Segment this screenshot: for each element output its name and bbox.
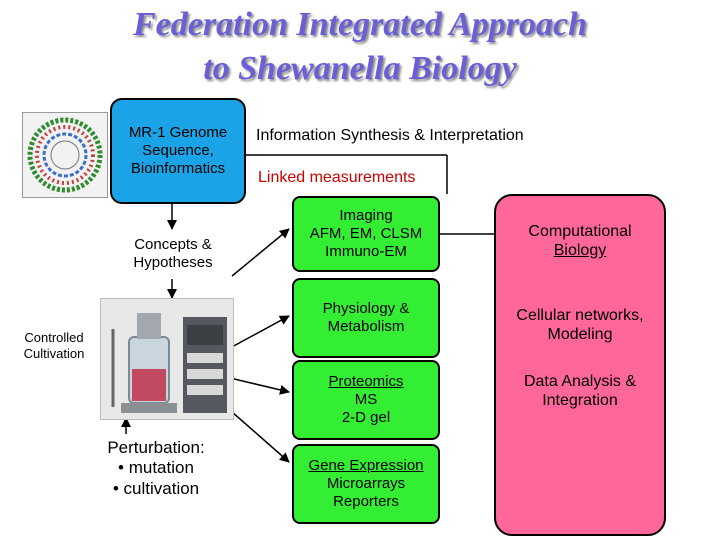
- genome-line-1: MR-1 Genome: [128, 124, 228, 141]
- imaging-line-1: Imaging: [339, 207, 393, 224]
- perturbation-label: Perturbation: • mutation • cultivation: [96, 438, 216, 499]
- imaging-line-3: Immuno-EM: [325, 243, 407, 260]
- genome-line-3: Bioinformatics: [130, 160, 226, 177]
- page-subtitle: to Shewanella Biology: [0, 52, 720, 86]
- bioreactor-photo: [100, 298, 234, 420]
- proteomics-line-1: Proteomics: [328, 373, 404, 390]
- proteomics-box: Proteomics MS 2-D gel: [292, 360, 440, 440]
- concepts-hypotheses-label: Concepts & Hypotheses: [120, 236, 226, 272]
- info-synthesis-label: Information Synthesis & Interpretation: [256, 127, 524, 144]
- outcome-3-line-1: Data Analysis &: [523, 373, 637, 390]
- outcome-2-line-2: Modeling: [547, 326, 613, 344]
- gene-expression-line-3: Reporters: [333, 493, 399, 510]
- linked-measurements-label: Linked measurements: [258, 169, 416, 186]
- gene-expression-line-2: Microarrays: [326, 475, 406, 492]
- cultivation-line-1: Controlled: [24, 330, 84, 345]
- genome-line-2: Sequence,: [142, 142, 214, 159]
- physiology-line-2: Metabolism: [327, 318, 405, 335]
- concepts-line-1: Concepts &: [134, 236, 212, 253]
- physiology-line-1: Physiology &: [322, 300, 410, 317]
- outcome-panel: [494, 194, 666, 536]
- outcome-1-line-2: Biology: [553, 242, 607, 260]
- perturbation-line-3: • cultivation: [112, 478, 200, 498]
- cultivation-line-2: Cultivation: [23, 345, 85, 361]
- genome-map-image: [22, 112, 108, 198]
- outcome-3-line-2: Integration: [542, 392, 618, 410]
- perturbation-line-1: Perturbation:: [107, 438, 205, 457]
- outcome-data-analysis: Data Analysis & Integration: [496, 372, 664, 410]
- proteomics-line-3: 2-D gel: [341, 409, 391, 426]
- outcome-cellular-networks: Cellular networks, Modeling: [496, 306, 664, 344]
- title-line-2: to Shewanella Biology: [203, 50, 517, 87]
- gene-expression-box: Gene Expression Microarrays Reporters: [292, 444, 440, 524]
- controlled-cultivation-label: Controlled Cultivation: [8, 330, 100, 361]
- outcome-2-line-1: Cellular networks,: [516, 307, 644, 324]
- outcome-computational-biology: Computational Biology: [496, 222, 664, 260]
- imaging-line-2: AFM, EM, CLSM: [309, 225, 423, 242]
- page-title: Federation Integrated Approach: [0, 8, 720, 42]
- proteomics-line-2: MS: [354, 391, 378, 408]
- title-line-1: Federation Integrated Approach: [133, 6, 587, 43]
- concepts-line-2: Hypotheses: [133, 254, 213, 271]
- gene-expression-line-1: Gene Expression: [308, 457, 424, 474]
- physiology-box: Physiology & Metabolism: [292, 278, 440, 358]
- imaging-box: Imaging AFM, EM, CLSM Immuno-EM: [292, 196, 440, 272]
- perturbation-line-2: • mutation: [118, 458, 194, 478]
- genome-sequence-box: MR-1 Genome Sequence, Bioinformatics: [110, 98, 246, 204]
- outcome-1-line-1: Computational: [528, 223, 632, 240]
